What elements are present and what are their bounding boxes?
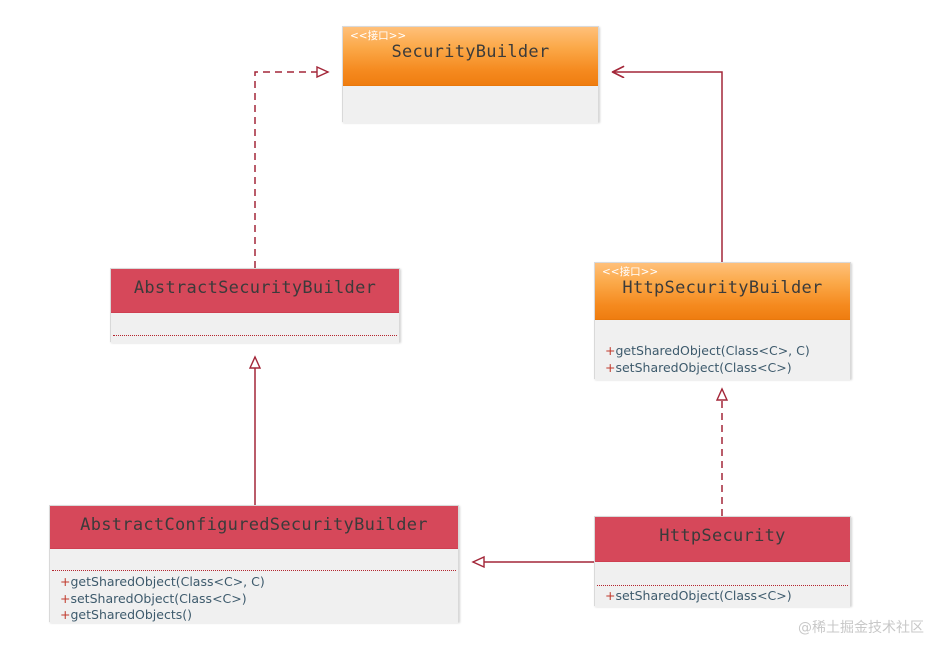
node-abstract-configured-security-builder-header: AbstractConfiguredSecurityBuilder <box>50 506 458 549</box>
member-signature: setSharedObject(Class<C>) <box>70 590 247 606</box>
node-abstract-security-builder-body <box>111 313 399 343</box>
member-signature: getSharedObjects() <box>70 607 192 622</box>
node-abstract-configured-security-builder-title: AbstractConfiguredSecurityBuilder <box>80 515 428 535</box>
member-item: +getSharedObject(Class<C>, C) <box>60 574 458 591</box>
node-http-security-body: +setSharedObject(Class<C>) <box>595 562 850 607</box>
node-http-security[interactable]: HttpSecurity +setSharedObject(Class<C>) <box>594 516 851 607</box>
member-item: +setSharedObject(Class<C>) <box>60 591 458 608</box>
member-item: +setSharedObject(Class<C>) <box>605 588 850 605</box>
visibility-marker: + <box>60 590 71 606</box>
watermark-text: @稀土掘金技术社区 <box>798 620 924 636</box>
node-security-builder[interactable]: <<接口>> SecurityBuilder <box>342 26 599 123</box>
member-signature: setSharedObject(Class<C>) <box>615 588 792 603</box>
compartment-separator <box>52 570 456 571</box>
visibility-marker: + <box>60 574 71 589</box>
member-signature: getSharedObject(Class<C>, C) <box>70 574 265 589</box>
member-signature: getSharedObject(Class<C>, C) <box>615 343 810 358</box>
node-security-builder-header: <<接口>> SecurityBuilder <box>343 27 598 86</box>
node-http-security-builder-header: <<接口>> HttpSecurityBuilder <box>595 263 850 320</box>
node-http-security-header: HttpSecurity <box>595 517 850 562</box>
visibility-marker: + <box>60 607 71 622</box>
member-list: +getSharedObject(Class<C>, C) +setShared… <box>50 574 458 624</box>
relation-http-security-builder-extends-security-builder <box>613 72 723 262</box>
member-list: +getSharedObject(Class<C>, C) +setShared… <box>595 343 850 376</box>
member-item: +getSharedObject(Class<C>, C) <box>605 343 850 360</box>
visibility-marker: + <box>605 588 616 603</box>
member-item: +getSharedObjects() <box>60 607 458 624</box>
node-abstract-security-builder-header: AbstractSecurityBuilder <box>111 269 399 313</box>
stereotype-label: <<接口>> <box>350 30 407 42</box>
node-http-security-builder[interactable]: <<接口>> HttpSecurityBuilder +getSharedObj… <box>594 262 851 380</box>
node-abstract-configured-security-builder[interactable]: AbstractConfiguredSecurityBuilder +getSh… <box>49 505 459 623</box>
visibility-marker: + <box>605 343 616 358</box>
member-signature: setSharedObject(Class<C>) <box>615 359 792 375</box>
member-list: +setSharedObject(Class<C>) <box>595 588 850 605</box>
compartment-separator <box>113 335 397 336</box>
node-abstract-security-builder[interactable]: AbstractSecurityBuilder <box>110 268 400 343</box>
node-abstract-configured-security-builder-body: +getSharedObject(Class<C>, C) +setShared… <box>50 549 458 623</box>
node-http-security-title: HttpSecurity <box>659 526 786 546</box>
node-security-builder-body <box>343 86 598 123</box>
node-abstract-security-builder-title: AbstractSecurityBuilder <box>133 278 377 298</box>
visibility-marker: + <box>605 359 616 375</box>
member-item: +setSharedObject(Class<C>) <box>605 360 850 377</box>
relation-abstract-security-builder-realizes-security-builder <box>254 72 328 268</box>
node-http-security-builder-body: +getSharedObject(Class<C>, C) +setShared… <box>595 320 850 380</box>
node-security-builder-title: SecurityBuilder <box>391 42 550 62</box>
compartment-separator <box>597 585 848 586</box>
node-http-security-builder-title: HttpSecurityBuilder <box>622 278 823 298</box>
stereotype-label: <<接口>> <box>602 266 659 278</box>
